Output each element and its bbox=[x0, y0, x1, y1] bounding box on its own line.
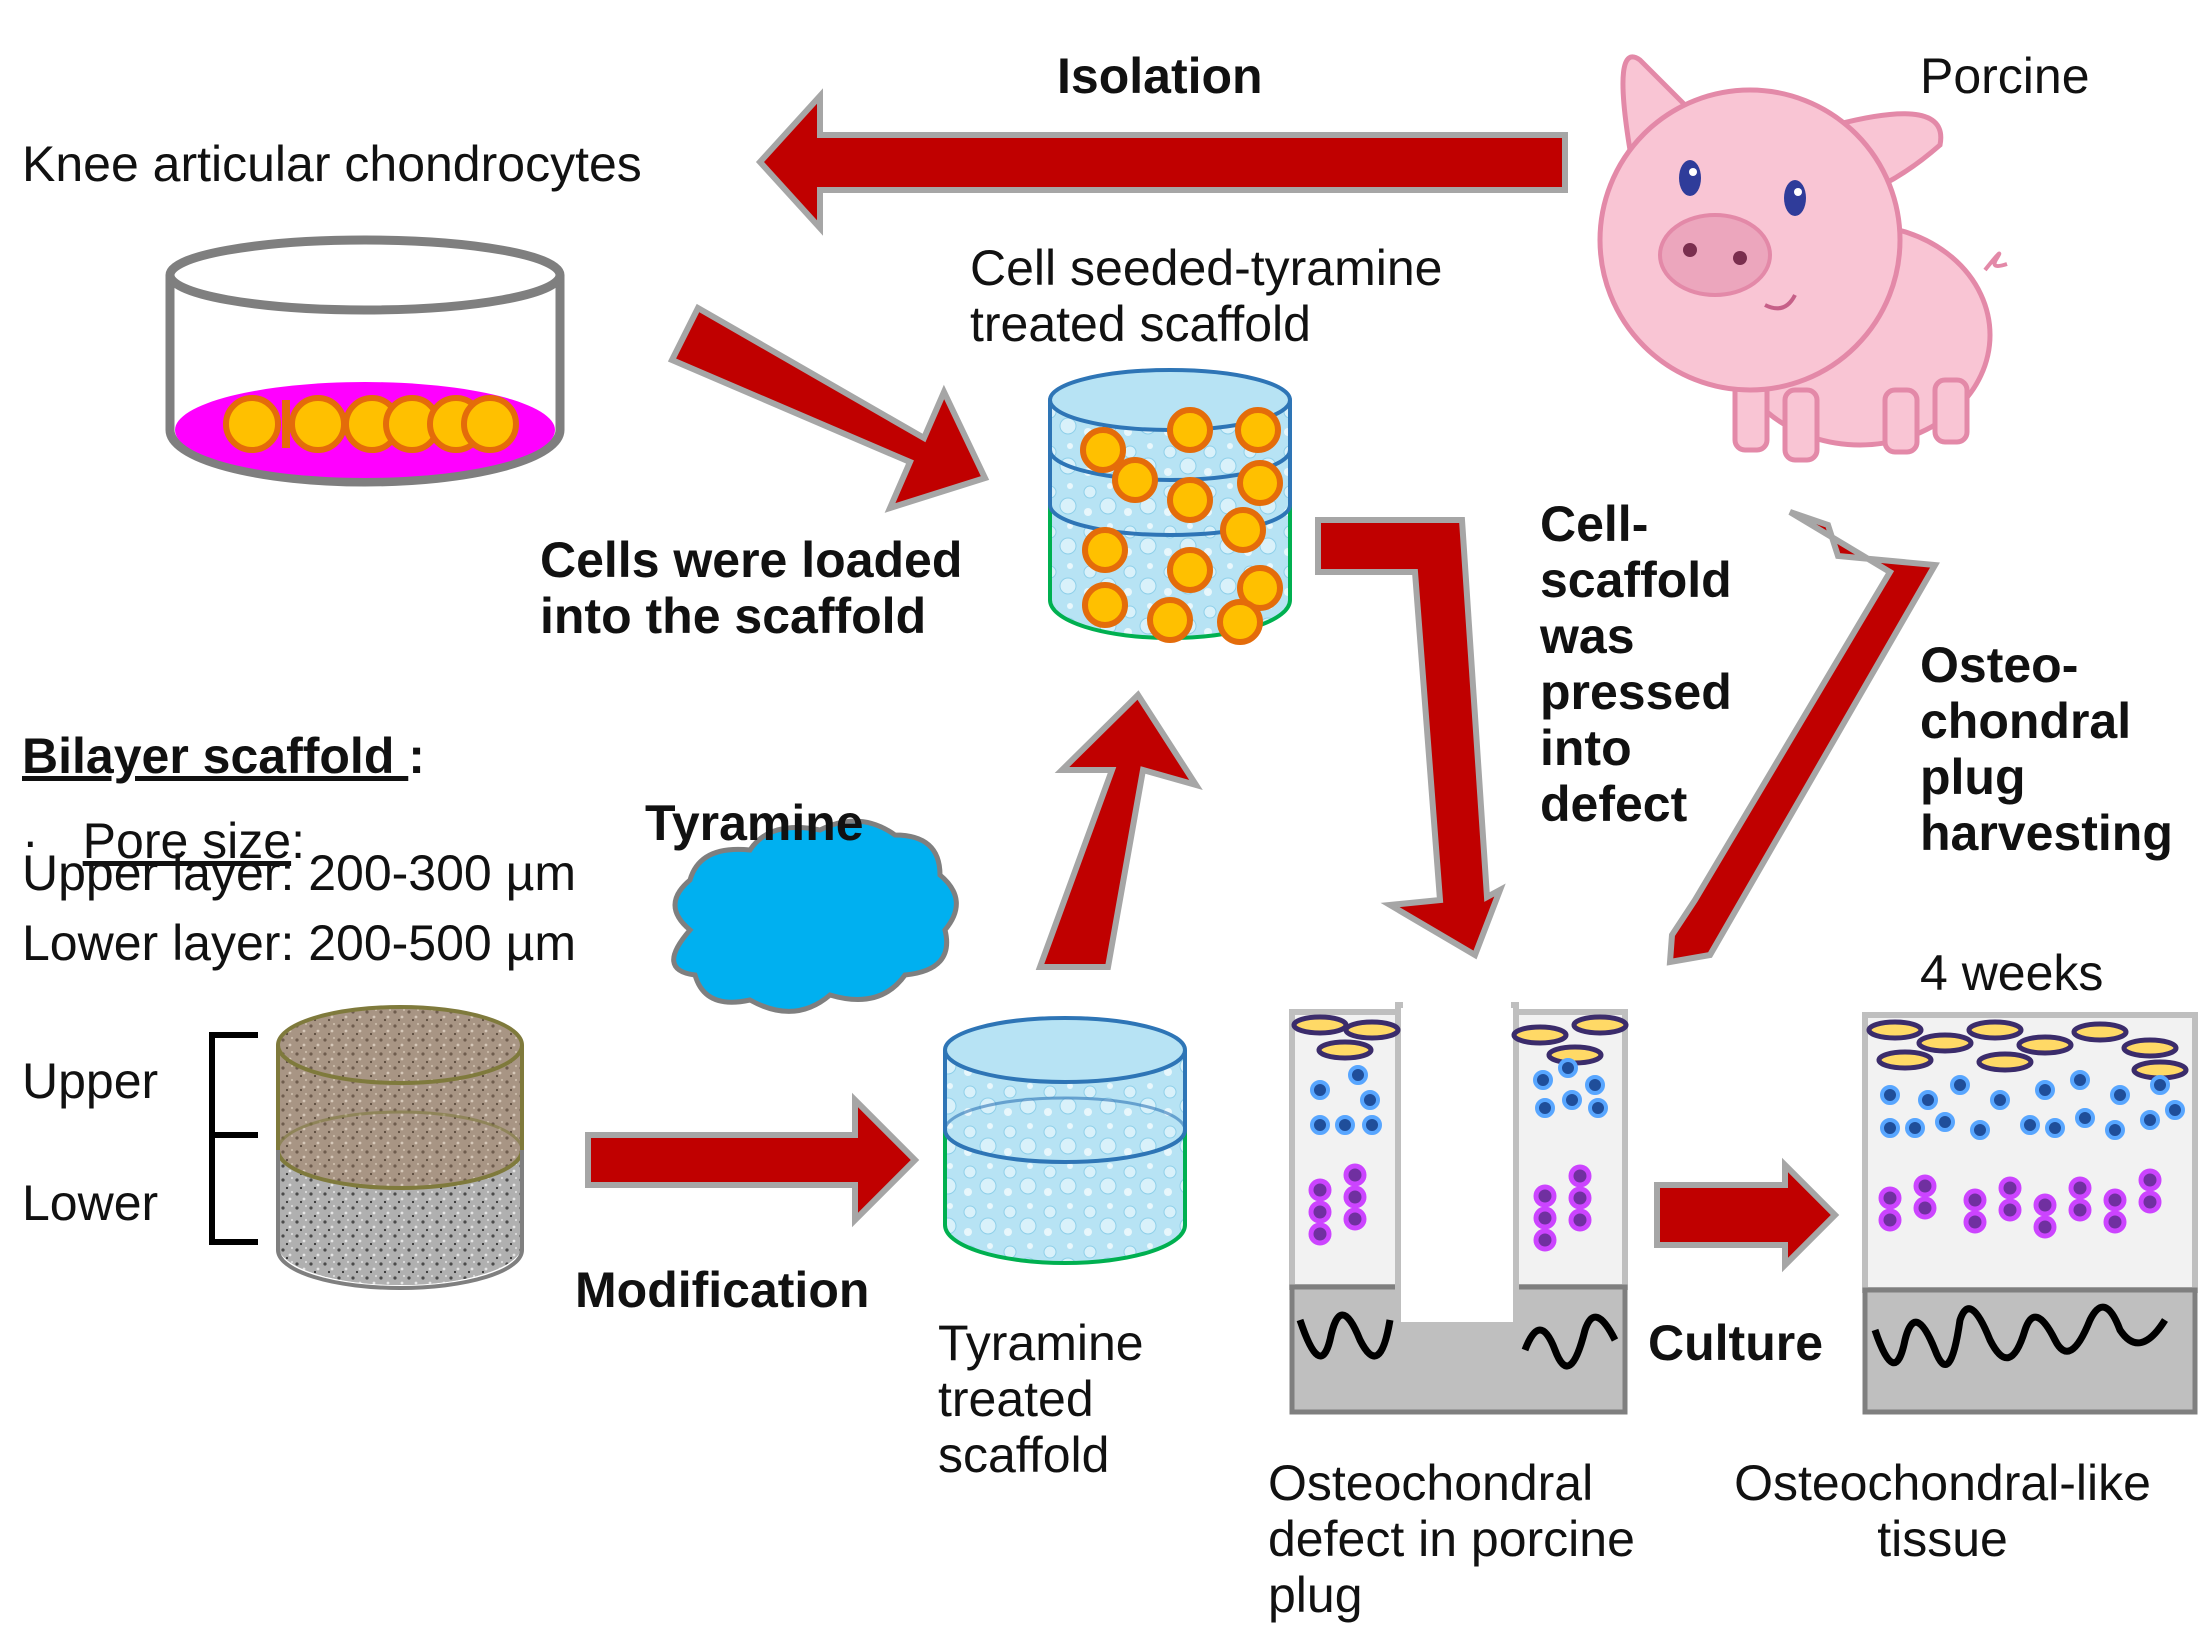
tissue-label: Osteochondral-like tissue bbox=[1734, 1455, 2151, 1567]
lower-label: Lower bbox=[22, 1175, 159, 1231]
pressed-into-defect-label: Cell- scaffold was pressed into defect bbox=[1540, 496, 1732, 832]
lower-layer-pore: Lower layer: 200-500 µm bbox=[22, 915, 577, 971]
defect-plug bbox=[1289, 1000, 1626, 1415]
four-weeks-label: 4 weeks bbox=[1920, 945, 2104, 1001]
cell-seeded-scaffold-label: Cell seeded-tyramine treated scaffold bbox=[970, 240, 1443, 352]
isolation-arrow bbox=[755, 88, 1568, 236]
upper-layer-pore: Upper layer: 200-300 µm bbox=[22, 845, 577, 901]
tyramine-up-arrow bbox=[1035, 690, 1203, 970]
plug-harvesting-label: Osteo- chondral plug harvesting bbox=[1920, 637, 2173, 861]
modification-label: Modification bbox=[575, 1262, 870, 1318]
cells-loaded-label: Cells were loaded into the scaffold bbox=[540, 532, 963, 644]
petri-dish bbox=[165, 235, 565, 487]
tyramine-treated-scaffold bbox=[943, 1016, 1187, 1265]
porcine-label: Porcine bbox=[1920, 48, 2090, 104]
harvest-arrow bbox=[1666, 509, 1940, 966]
modification-arrow bbox=[585, 1092, 920, 1228]
load-cells-arrow bbox=[667, 303, 990, 513]
culture-arrow bbox=[1654, 1157, 1840, 1273]
layer-brackets bbox=[209, 1032, 258, 1245]
pore-size-line: · Pore size: bbox=[22, 757, 305, 869]
bilayer-scaffold-heading: Bilayer scaffold : bbox=[22, 672, 425, 784]
knee-chondrocytes-label: Knee articular chondrocytes bbox=[22, 136, 642, 192]
defect-label: Osteochondral defect in porcine plug bbox=[1268, 1455, 1635, 1623]
tissue-plug bbox=[1862, 1012, 2198, 1415]
tyramine-cloud bbox=[671, 818, 959, 1014]
culture-label: Culture bbox=[1648, 1315, 1823, 1371]
bilayer-colon: : bbox=[408, 728, 425, 784]
pore-size-colon: : bbox=[291, 813, 305, 869]
bilayer-title: Bilayer scaffold bbox=[22, 728, 409, 784]
isolation-label: Isolation bbox=[1057, 48, 1263, 104]
bilayer-scaffold bbox=[276, 1005, 524, 1290]
cell-seeded-scaffold bbox=[1048, 368, 1292, 642]
tyramine-treated-scaffold-label: Tyramine treated scaffold bbox=[938, 1315, 1144, 1483]
bullet: · bbox=[22, 813, 39, 869]
tyramine-label: Tyramine bbox=[645, 795, 864, 851]
pore-size-label: Pore size bbox=[82, 813, 292, 869]
chondrocyte-cells bbox=[223, 395, 519, 453]
upper-label: Upper bbox=[22, 1053, 159, 1109]
pig-illustration bbox=[1597, 54, 2008, 463]
press-into-defect-arrow bbox=[1315, 517, 1506, 960]
